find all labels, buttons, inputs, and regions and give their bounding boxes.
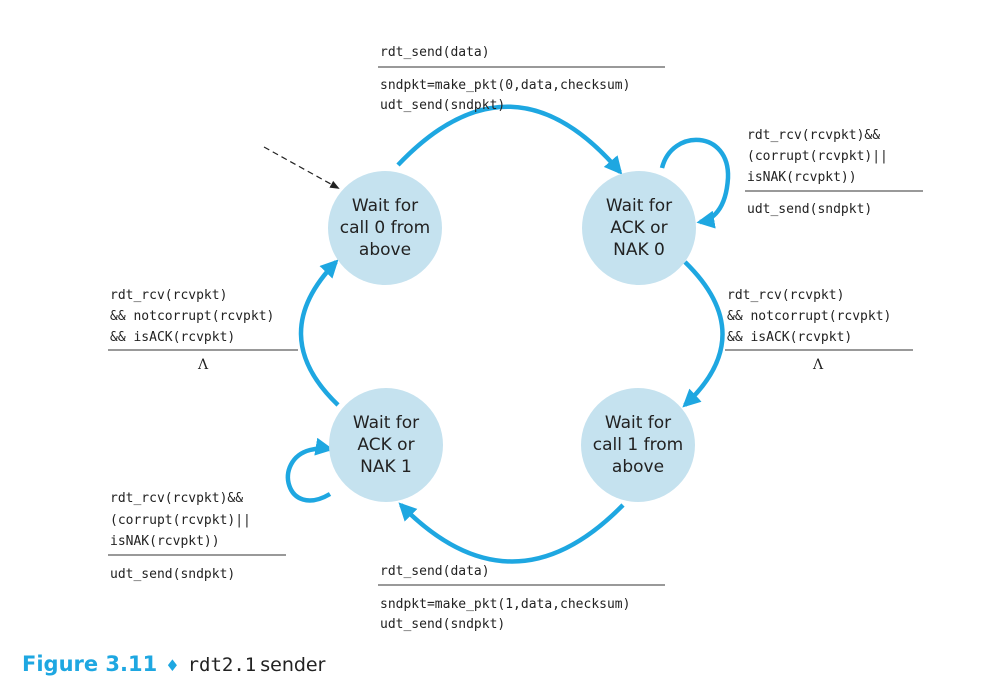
arc-call1-to-ack1 [398, 502, 625, 564]
state-label-line: ACK or [357, 435, 414, 455]
transition-event: rdt_rcv(rcvpkt)&& [747, 128, 880, 143]
transition-action: udt_send(sndpkt) [380, 98, 505, 113]
state-label-line: call 0 from [340, 218, 430, 238]
state-label-line: ACK or [610, 218, 667, 238]
transition-event: && isACK(rcvpkt) [727, 330, 852, 345]
transition-event: (corrupt(rcvpkt)|| [110, 513, 251, 528]
state-label-line: NAK 0 [613, 240, 665, 260]
state-wait-call1: Wait for call 1 from above [581, 388, 695, 502]
lambda-action: Λ [197, 357, 209, 373]
state-label-line: Wait for [353, 413, 419, 433]
arc-ack1-to-call0 [298, 259, 340, 407]
state-label-line: call 1 from [593, 435, 683, 455]
state-label-line: Wait for [352, 196, 418, 216]
transition-event: && notcorrupt(rcvpkt) [110, 309, 274, 324]
transition-label-bottom: rdt_send(data) sndpkt=make_pkt(1,data,ch… [378, 564, 665, 632]
state-wait-ack1: Wait for ACK or NAK 1 [329, 388, 443, 502]
self-loop-ack1 [285, 437, 334, 503]
transition-event: && isACK(rcvpkt) [110, 330, 235, 345]
transition-event: (corrupt(rcvpkt)|| [747, 149, 888, 164]
diamond-icon: ♦ [165, 656, 180, 675]
transition-event: && notcorrupt(rcvpkt) [727, 309, 891, 324]
transition-event: isNAK(rcvpkt)) [747, 170, 857, 185]
state-label-line: above [612, 457, 664, 477]
transition-event: isNAK(rcvpkt)) [110, 534, 220, 549]
figure-number: Figure 3.11 [22, 652, 158, 676]
transition-event: rdt_rcv(rcvpkt)&& [110, 491, 243, 506]
transition-action: udt_send(sndpkt) [747, 202, 872, 217]
transition-event: rdt_rcv(rcvpkt) [727, 288, 844, 303]
self-loop-ack0 [659, 137, 731, 229]
transition-action: sndpkt=make_pkt(1,data,checksum) [380, 597, 630, 612]
initial-state-arrow [263, 146, 340, 189]
state-label-line: NAK 1 [360, 457, 412, 477]
transition-event: rdt_send(data) [380, 45, 490, 60]
figure-caption: Figure 3.11 ♦ rdt2.1 sender [22, 652, 325, 686]
transition-label-left: rdt_rcv(rcvpkt) && notcorrupt(rcvpkt) &&… [108, 288, 298, 373]
arc-ack0-to-call1 [682, 260, 725, 408]
state-label-line: above [359, 240, 411, 260]
transition-event: rdt_rcv(rcvpkt) [110, 288, 227, 303]
caption-protocol: rdt2.1 [187, 654, 257, 676]
state-label-line: Wait for [606, 196, 672, 216]
arc-call0-to-ack0 [396, 104, 623, 175]
transition-label-self-ack1: rdt_rcv(rcvpkt)&& (corrupt(rcvpkt)|| isN… [108, 491, 286, 582]
state-wait-call0: Wait for call 0 from above [328, 171, 442, 285]
transition-label-top: rdt_send(data) sndpkt=make_pkt(0,data,ch… [378, 45, 665, 113]
transition-label-self-ack0: rdt_rcv(rcvpkt)&& (corrupt(rcvpkt)|| isN… [745, 128, 923, 217]
transition-action: udt_send(sndpkt) [110, 567, 235, 582]
transition-event: rdt_send(data) [380, 564, 490, 579]
transition-action: udt_send(sndpkt) [380, 617, 505, 632]
state-wait-ack0: Wait for ACK or NAK 0 [582, 171, 696, 285]
transition-action: sndpkt=make_pkt(0,data,checksum) [380, 78, 630, 93]
caption-text: sender [260, 654, 326, 676]
lambda-action: Λ [812, 357, 824, 373]
transition-label-right: rdt_rcv(rcvpkt) && notcorrupt(rcvpkt) &&… [725, 288, 913, 373]
state-label-line: Wait for [605, 413, 671, 433]
